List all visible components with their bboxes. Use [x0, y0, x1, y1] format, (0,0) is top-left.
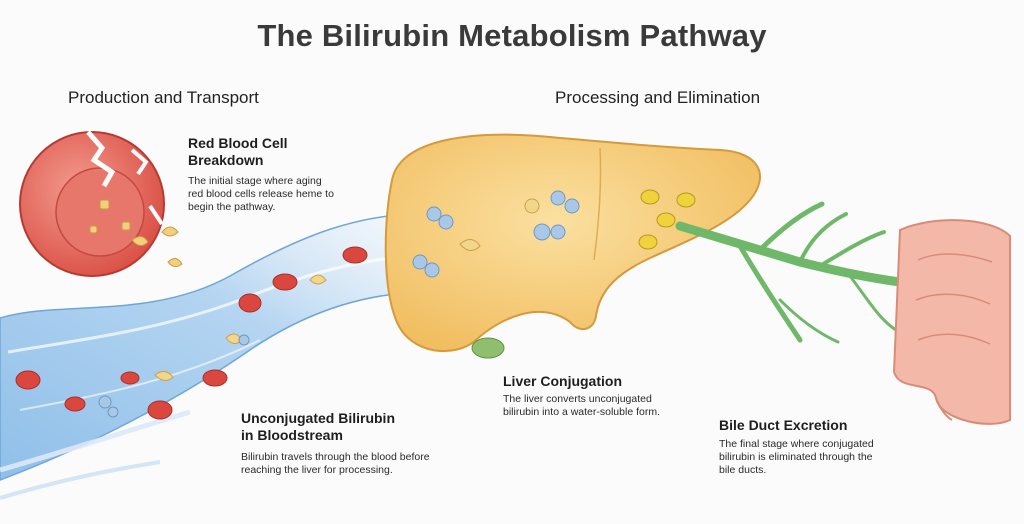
section-label-processing: Processing and Elimination [555, 88, 761, 107]
liver-icon [384, 133, 761, 359]
step-title-liver-conjugation: Liver Conjugation [503, 373, 622, 389]
vessel-blue-molecules [98, 334, 250, 418]
step-desc-liver-conjugation: The liver converts unconjugated bilirubi… [503, 393, 660, 418]
bile-duct-icon [675, 201, 905, 344]
step-title-rbc-breakdown: Red Blood Cell Breakdown [188, 135, 288, 168]
intestine-icon [892, 219, 1011, 425]
step-title-bloodstream: Unconjugated Bilirubin in Bloodstream [241, 410, 395, 443]
section-label-production: Production and Transport [68, 88, 259, 107]
vessel-bilirubin-molecules [154, 274, 327, 381]
liver-unconjugated-molecules [412, 190, 580, 278]
step-desc-rbc-breakdown: The initial stage where aging red blood … [188, 175, 334, 213]
red-blood-cell-icon [19, 130, 165, 277]
conjugated-bilirubin-molecules [638, 189, 696, 250]
released-heme-fragments [89, 199, 183, 268]
vessel-red-blood-cells [15, 246, 368, 420]
step-desc-bile-duct: The final stage where conjugated bilirub… [719, 438, 874, 476]
step-title-bile-duct: Bile Duct Excretion [719, 417, 848, 433]
diagram-title: The Bilirubin Metabolism Pathway [257, 18, 767, 53]
step-desc-bloodstream: Bilirubin travels through the blood befo… [241, 451, 430, 476]
